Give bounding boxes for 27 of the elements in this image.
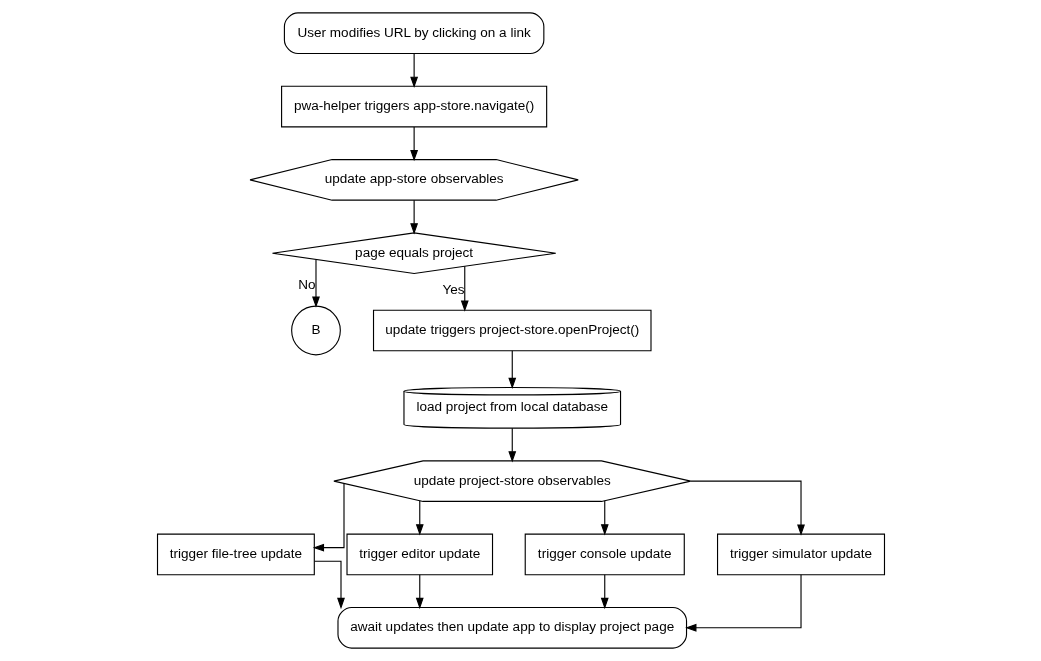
- edge-label: No: [297, 277, 316, 293]
- arrow: [460, 265, 469, 312]
- node-box: pwa-helper triggers app-store.navigate(): [280, 85, 547, 128]
- arrow: [409, 53, 418, 88]
- node-box: trigger console update: [524, 533, 685, 576]
- arrow: [600, 574, 609, 610]
- node-box: update triggers project-store.openProject(): [372, 309, 652, 352]
- arrow: [409, 199, 418, 235]
- node-box: trigger file-tree update: [156, 533, 315, 576]
- node-box: trigger editor update: [345, 533, 493, 576]
- edge-label: Yes: [441, 282, 465, 298]
- arrow: [313, 560, 345, 610]
- arrow: [409, 126, 418, 162]
- node-circle: B: [290, 305, 341, 356]
- arrow: [684, 574, 802, 632]
- node-box: await updates then update app to display project page: [336, 606, 687, 649]
- node-diamond: page equals project: [271, 232, 556, 275]
- arrow: [311, 259, 320, 308]
- arrow: [507, 427, 516, 463]
- arrow: [415, 574, 424, 610]
- node-box: User modifies URL by clicking on a link: [283, 12, 544, 55]
- arrow: [415, 500, 424, 536]
- arrow: [312, 483, 345, 552]
- arrow: [507, 350, 516, 390]
- arrow: [689, 480, 805, 536]
- node-box: trigger simulator update: [716, 533, 885, 576]
- arrow: [600, 500, 609, 536]
